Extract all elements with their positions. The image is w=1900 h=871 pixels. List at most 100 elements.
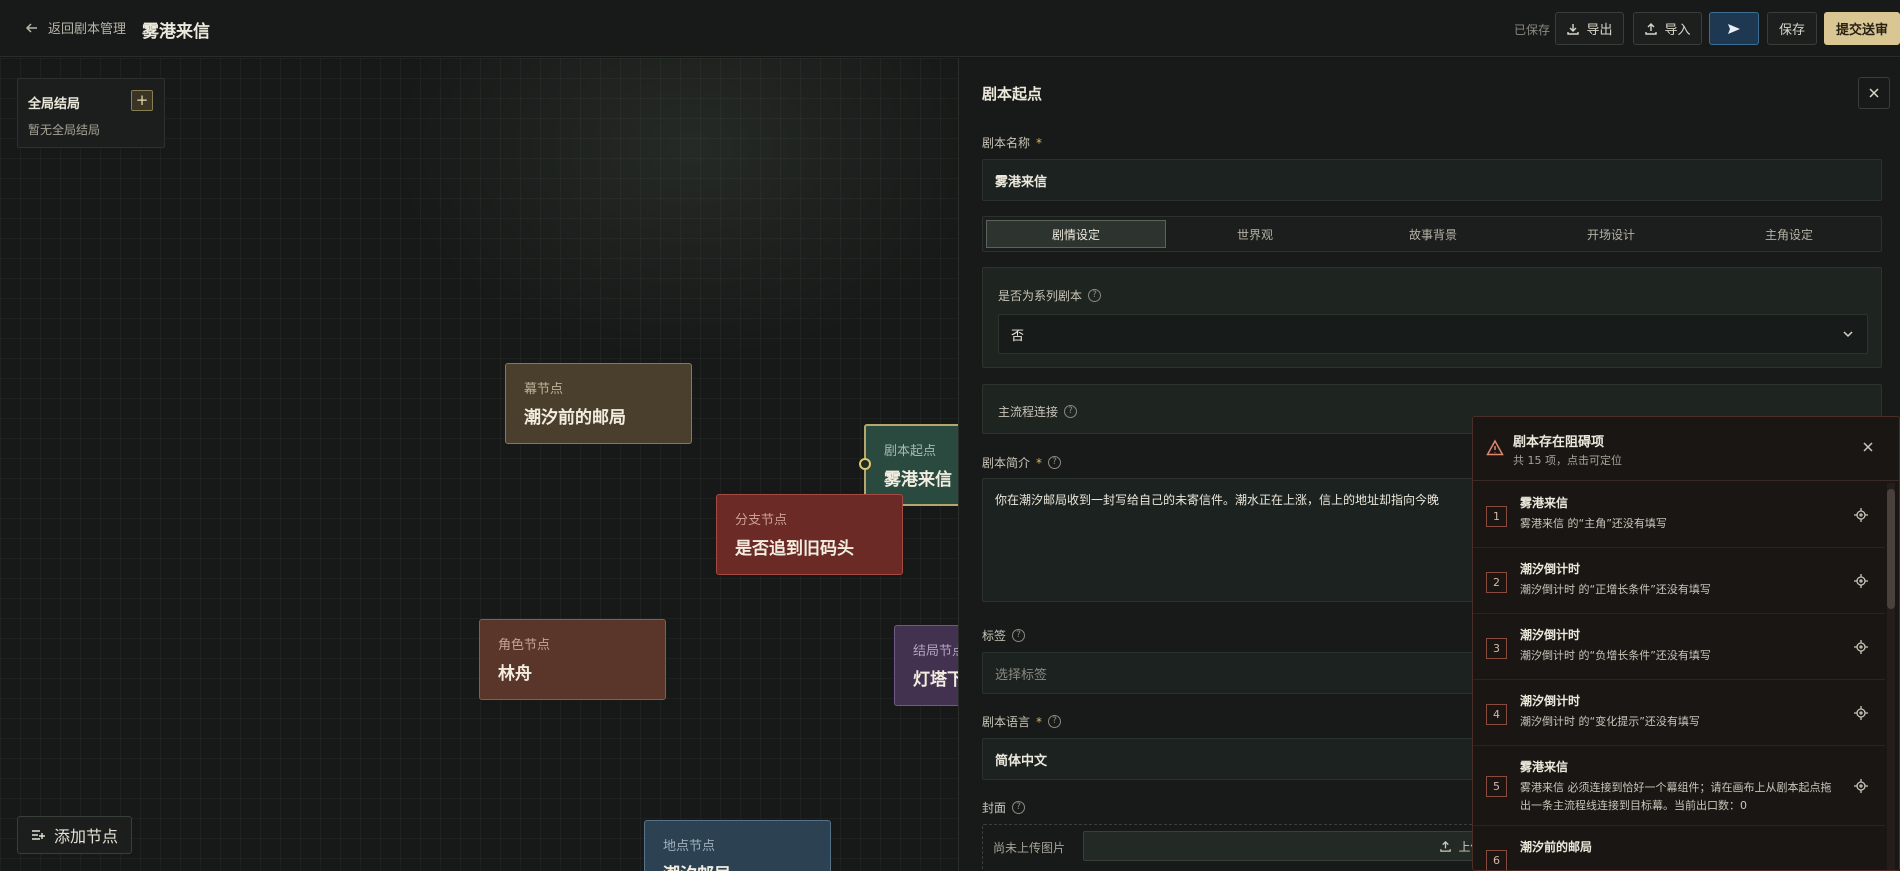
required-mark: * [1036, 455, 1043, 470]
act-node[interactable]: 幕节点 潮汐前的邮局 [505, 363, 692, 444]
blocker-title: 剧本存在阻碍项 [1513, 435, 1605, 450]
item-message: 潮汐倒计时 的“变化提示”还没有填写 [1520, 715, 1700, 728]
label-text: 剧本语言 [982, 715, 1031, 729]
node-type: 结局节点 [913, 644, 958, 659]
tab-protagonist[interactable]: 主角设定 [1764, 227, 1813, 242]
tab-opening[interactable]: 开场设计 [1586, 227, 1635, 242]
locate-icon[interactable] [1853, 705, 1869, 721]
locate-icon[interactable] [1853, 507, 1869, 523]
warning-icon [1486, 439, 1504, 456]
description-label: 剧本简介 *? [982, 454, 1062, 471]
export-button[interactable]: 导出 [1555, 12, 1624, 45]
panel-title: 剧本起点 [982, 85, 1043, 103]
add-node-button[interactable]: 添加节点 [17, 816, 132, 854]
export-label: 导出 [1586, 23, 1613, 38]
cover-label: 封面? [982, 799, 1026, 816]
language-label: 剧本语言 *? [982, 713, 1062, 730]
cover-empty-text: 尚未上传图片 [993, 841, 1066, 855]
ending-node[interactable]: 结局节点 灯塔下 [894, 625, 958, 706]
import-label: 导入 [1664, 23, 1691, 38]
submit-review-button[interactable]: 提交送审 [1824, 12, 1900, 45]
node-type: 角色节点 [498, 638, 551, 653]
item-number: 1 [1486, 506, 1507, 527]
tab-world[interactable]: 世界观 [1236, 227, 1273, 242]
help-icon[interactable]: ? [1012, 629, 1026, 642]
upload-icon [1645, 22, 1658, 35]
tab-plot[interactable]: 剧情设定 [986, 220, 1166, 248]
top-bar: 返回剧本管理 雾港来信 已保存 导出 导入 保存 提交送审 [0, 0, 1900, 57]
tags-label: 标签? [982, 627, 1026, 644]
item-name: 潮汐倒计时 [1520, 562, 1581, 576]
label-text: 标签 [982, 629, 1007, 643]
item-name: 潮汐倒计时 [1520, 628, 1581, 642]
node-name: 潮汐前的邮局 [524, 408, 626, 428]
help-icon[interactable]: ? [1048, 715, 1062, 728]
chevron-down-icon [1843, 331, 1853, 338]
node-type: 剧本起点 [884, 444, 937, 459]
required-mark: * [1036, 135, 1043, 150]
blocker-item[interactable]: 2 潮汐倒计时 潮汐倒计时 的“正增长条件”还没有填写 [1473, 548, 1885, 614]
locate-icon[interactable] [1853, 573, 1869, 589]
script-name-input[interactable]: 雾港来信 [982, 159, 1882, 201]
node-type: 地点节点 [663, 839, 716, 854]
help-icon[interactable]: ? [1088, 289, 1102, 302]
locate-icon[interactable] [1853, 639, 1869, 655]
label-text: 主流程连接 [998, 405, 1059, 419]
label-text: 剧本名称 [982, 136, 1031, 150]
blocker-item[interactable]: 1 雾港来信 雾港来信 的“主角”还没有填写 [1473, 482, 1885, 548]
label-text: 剧本简介 [982, 456, 1031, 470]
item-number: 5 [1486, 776, 1507, 797]
send-icon [1728, 23, 1740, 34]
add-global-ending-button[interactable]: + [131, 90, 153, 111]
help-icon[interactable]: ? [1064, 405, 1078, 418]
node-name: 雾港来信 [884, 470, 952, 490]
blocker-subtitle: 共 15 项，点击可定位 [1513, 454, 1622, 467]
series-value: 否 [1011, 328, 1025, 344]
global-endings-box: 全局结局 + 暂无全局结局 [17, 78, 165, 148]
start-node[interactable]: 剧本起点 雾港来信 [859, 424, 958, 506]
node-name: 灯塔下 [913, 670, 958, 690]
series-section: 是否为系列剧本? 否 [982, 267, 1882, 368]
close-icon [1869, 88, 1879, 98]
save-button[interactable]: 保存 [1767, 12, 1817, 45]
connection-handle[interactable] [859, 458, 871, 470]
send-button[interactable] [1709, 12, 1759, 45]
tab-background[interactable]: 故事背景 [1408, 227, 1457, 242]
series-label: 是否为系列剧本? [998, 287, 1102, 304]
blocker-scrollbar[interactable] [1887, 483, 1895, 870]
blocker-item[interactable]: 4 潮汐倒计时 潮汐倒计时 的“变化提示”还没有填写 [1473, 680, 1885, 746]
required-mark: * [1036, 714, 1043, 729]
item-message: 潮汐倒计时 的“负增长条件”还没有填写 [1520, 649, 1711, 662]
item-name: 雾港来信 [1520, 760, 1569, 774]
settings-tabs: 剧情设定 世界观 故事背景 开场设计 主角设定 [982, 216, 1882, 252]
series-select[interactable]: 否 [998, 314, 1868, 354]
node-name: 潮汐邮局 [663, 860, 812, 871]
page-title: 雾港来信 [142, 22, 210, 42]
node-type: 分支节点 [735, 513, 788, 528]
role-node[interactable]: 角色节点 林舟 [479, 619, 666, 700]
download-icon [1567, 23, 1580, 35]
close-panel-button[interactable] [1858, 77, 1890, 109]
saved-status: 已保存 [1514, 23, 1551, 37]
global-endings-empty: 暂无全局结局 [28, 123, 101, 137]
branch-node[interactable]: 分支节点 是否追到旧码头 [716, 494, 903, 575]
script-name-label: 剧本名称 * [982, 134, 1042, 151]
item-number: 4 [1486, 704, 1507, 725]
import-button[interactable]: 导入 [1633, 12, 1702, 45]
blocker-item[interactable]: 5 雾港来信 雾港来信 必须连接到恰好一个幕组件；请在画布上从剧本起点拖出一条主… [1473, 746, 1885, 826]
node-canvas[interactable]: 全局结局 + 暂无全局结局 幕节点 潮汐前的邮局 剧本起点 雾港来信 分支节点 … [0, 58, 958, 871]
item-name: 潮汐前的邮局 [1520, 840, 1593, 854]
global-endings-title: 全局结局 [28, 97, 81, 112]
label-text: 封面 [982, 801, 1007, 815]
node-name: 是否追到旧码头 [735, 539, 854, 559]
back-to-scripts-link[interactable]: 返回剧本管理 [24, 18, 126, 37]
upload-icon [1440, 840, 1452, 852]
blocker-item[interactable]: 6 潮汐前的邮局 [1473, 826, 1885, 870]
location-node[interactable]: 地点节点 潮汐邮局 [644, 820, 831, 871]
scrollbar-thumb[interactable] [1887, 489, 1895, 609]
locate-icon[interactable] [1853, 778, 1869, 794]
close-icon[interactable] [1860, 439, 1876, 455]
blocker-item[interactable]: 3 潮汐倒计时 潮汐倒计时 的“负增长条件”还没有填写 [1473, 614, 1885, 680]
help-icon[interactable]: ? [1048, 456, 1062, 469]
help-icon[interactable]: ? [1012, 801, 1026, 814]
